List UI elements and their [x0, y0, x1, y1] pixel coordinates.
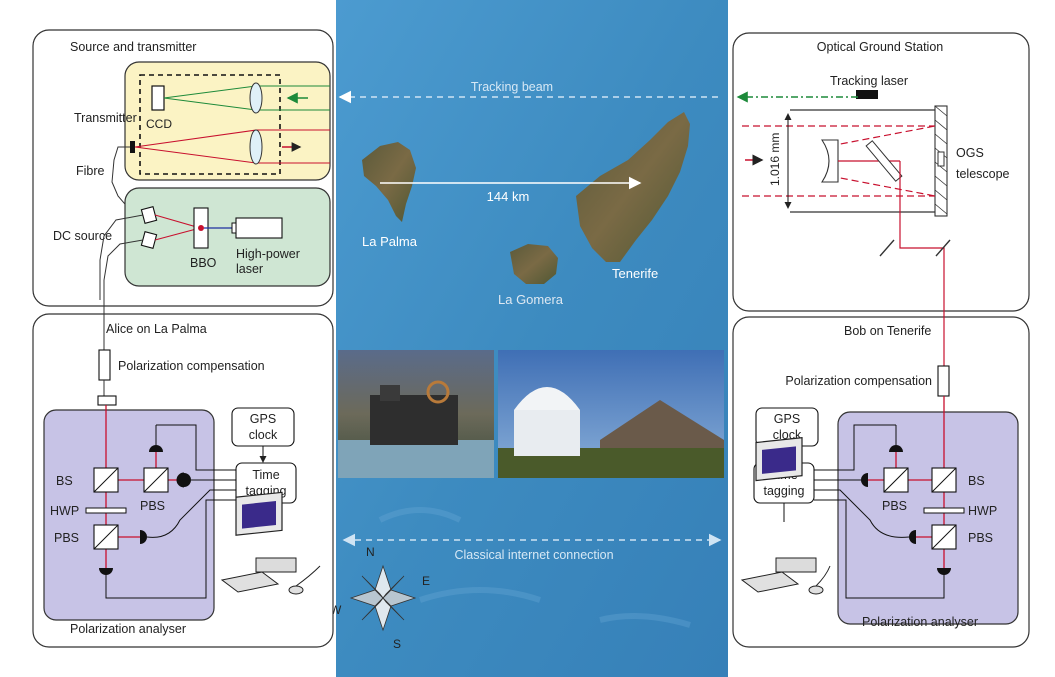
- distance-label: 144 km: [487, 189, 530, 204]
- tenerife-label: Tenerife: [612, 266, 658, 281]
- alice-analyser-label: Polarization analyser: [70, 622, 186, 636]
- alice-hwp-label: HWP: [50, 504, 79, 518]
- alice-detector-1-icon: [149, 445, 163, 452]
- la-palma-label: La Palma: [362, 234, 418, 249]
- bob-tt-label-2: tagging: [763, 484, 804, 498]
- fibre-label: Fibre: [76, 164, 105, 178]
- la-gomera-island: [510, 244, 558, 284]
- dc-source-label: DC source: [53, 229, 112, 243]
- pump-laser-icon: [235, 217, 283, 239]
- alice-tt-label-1: Time: [252, 468, 279, 482]
- alice-panel: Alice on La Palma Polarization compensat…: [32, 306, 334, 648]
- alice-title: Alice on La Palma: [106, 322, 207, 336]
- ogs-title: Optical Ground Station: [817, 40, 944, 54]
- bob-computer-icon: [740, 437, 831, 595]
- fibre-line: [111, 146, 131, 211]
- sea-background: [336, 0, 728, 677]
- ccd-icon: [151, 85, 165, 111]
- bob-title: Bob on Tenerife: [844, 324, 931, 338]
- bob-hwp-label: HWP: [968, 504, 997, 518]
- bob-gps-label-1: GPS: [774, 412, 800, 426]
- alice-gps-label-2: clock: [249, 428, 278, 442]
- transmitter-dashed-box: [139, 74, 281, 175]
- alice-computer-icon: [220, 491, 321, 595]
- bob-analyser-box: [837, 411, 1019, 625]
- compass-n: N: [366, 545, 375, 559]
- alice-detector-2-icon: [184, 473, 191, 487]
- alice-gps-label-1: GPS: [250, 412, 276, 426]
- alice-pol-comp-label: Polarization compensation: [118, 359, 265, 373]
- internet-label: Classical internet connection: [454, 548, 613, 562]
- alice-pbs2-label: PBS: [54, 531, 79, 545]
- bob-detector-1-icon: [889, 445, 903, 452]
- photo-ogs-observatory: [498, 350, 724, 478]
- tracking-beam-label: Tracking beam: [471, 80, 553, 94]
- alice-pol-comp-icon: [98, 349, 111, 381]
- bob-analyser-label: Polarization analyser: [862, 615, 978, 629]
- ogs-telescope-label-2: telescope: [956, 167, 1010, 181]
- coupler-2-icon: [140, 231, 158, 249]
- laser-label-2: laser: [236, 262, 263, 276]
- alice-analyser-box: [43, 409, 215, 621]
- bob-pol-comp-icon: [937, 365, 950, 397]
- coupler-1-icon: [140, 206, 158, 224]
- tracking-laser-label: Tracking laser: [830, 74, 908, 88]
- alice-detector-3-icon: [140, 530, 147, 544]
- satellite-map: Tracking beam 144 km La Palma La Gomera …: [330, 0, 728, 677]
- alice-coupler-icon: [97, 395, 117, 406]
- dc-source-box: [124, 187, 331, 287]
- transmitter-lens-2: [249, 129, 263, 165]
- source-transmitter-panel: Source and transmitter Transmitter CCD F…: [32, 29, 334, 307]
- ogs-panel: Optical Ground Station Tracking laser 1.…: [732, 32, 1030, 312]
- la-gomera-label: La Gomera: [498, 292, 564, 307]
- bob-pol-comp-label: Polarization compensation: [785, 374, 932, 388]
- la-palma-island: [362, 142, 416, 222]
- bob-detector-4-icon: [937, 568, 951, 575]
- tracking-laser-icon: [856, 90, 878, 99]
- aperture-label: 1.016 mm: [768, 133, 782, 186]
- ogs-telescope-label-1: OGS: [956, 146, 984, 160]
- fold-mirror-icon: [865, 140, 903, 182]
- compass-s: S: [393, 637, 401, 651]
- transmitter-label: Transmitter: [74, 111, 137, 125]
- bob-hwp-icon: [923, 507, 965, 514]
- bob-detector-2-icon: [861, 473, 868, 487]
- secondary-mirror-icon: [820, 139, 839, 183]
- bob-bs-label: BS: [968, 474, 985, 488]
- alice-pbs1-label: PBS: [140, 499, 165, 513]
- alice-bs-label: BS: [56, 474, 73, 488]
- bob-detector-3-icon: [909, 530, 916, 544]
- fibre-tip-icon: [130, 141, 135, 153]
- photo-transmitter-optics: [338, 350, 494, 478]
- ccd-label: CCD: [146, 117, 172, 131]
- transmitter-lens-1: [249, 82, 263, 114]
- bob-pbs1-label: PBS: [882, 499, 907, 513]
- bob-panel: Bob on Tenerife Polarization compensatio…: [732, 306, 1030, 648]
- laser-label-1: High-power: [236, 247, 300, 261]
- transmitter-box: [124, 61, 331, 181]
- bbo-label: BBO: [190, 256, 217, 270]
- compass-e: E: [422, 574, 430, 588]
- alice-detector-4-icon: [99, 568, 113, 575]
- compass-rose-icon: N E S W: [330, 545, 430, 651]
- bob-pbs2-label: PBS: [968, 531, 993, 545]
- source-title: Source and transmitter: [70, 40, 196, 54]
- alice-hwp-icon: [85, 507, 127, 514]
